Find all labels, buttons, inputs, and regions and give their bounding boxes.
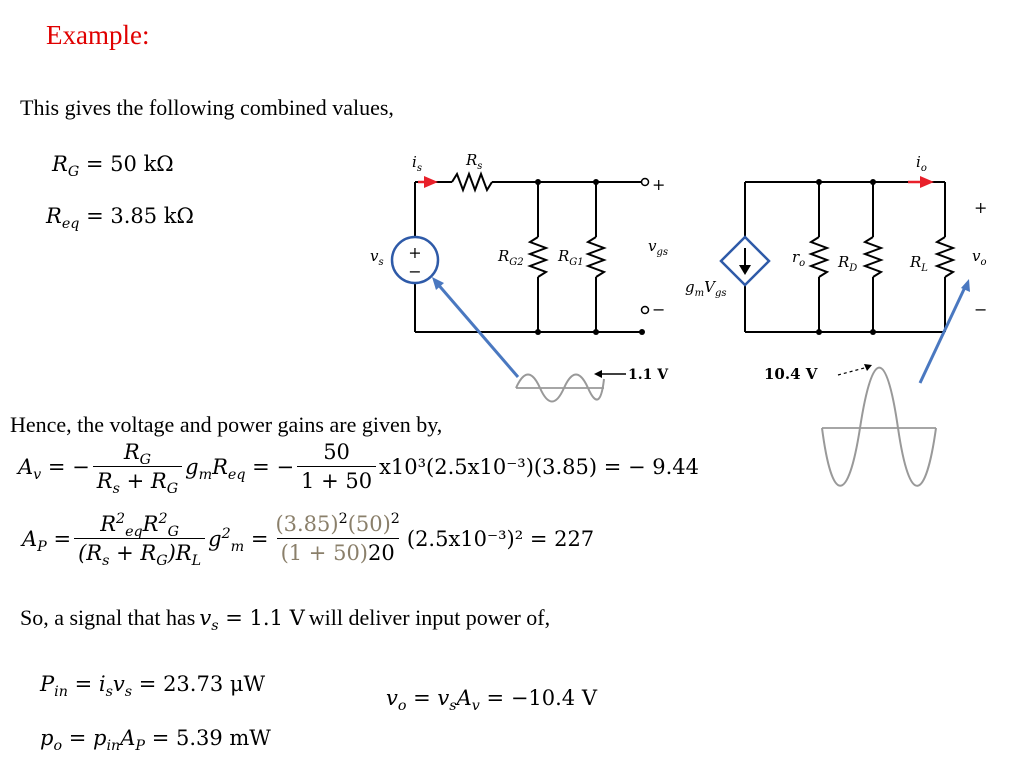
vgs-plus-terminal xyxy=(640,177,650,187)
label-rs: Rs xyxy=(465,151,482,172)
so-text-a: So, a signal that has xyxy=(20,605,196,630)
vo-equation: vo = vsAv = −10.4 V xyxy=(386,686,598,715)
label-ro: ro xyxy=(792,248,805,269)
label-rg2: RG2 xyxy=(497,247,524,268)
slide-title: Example: xyxy=(46,20,150,50)
output-pointer-arrow-icon xyxy=(961,279,970,292)
vo-plus-sign: + xyxy=(974,198,987,217)
output-pointer-line xyxy=(918,284,968,384)
so-text-b: will deliver input power of, xyxy=(308,605,551,630)
circuit-nodes xyxy=(535,179,876,335)
power-gain-equation: AP = R2eqR2G (Rs + RG)RL g2m = (3.85)2(5… xyxy=(22,511,595,570)
ap-num-a: (3.85) xyxy=(275,512,339,536)
hence-text: Hence, the voltage and power gains are g… xyxy=(10,412,443,437)
label-rg1: RG1 xyxy=(557,247,584,268)
circuit-wires xyxy=(414,171,956,333)
pin-equation: Pin = isvs = 23.73 μW xyxy=(40,672,266,701)
ap-den-b: 20 xyxy=(368,541,395,565)
av-numerator: 50 xyxy=(323,440,350,464)
label-rd: RD xyxy=(837,253,857,274)
av-denominator: 1 + 50 xyxy=(297,466,377,493)
so-value: = 1.1 V xyxy=(225,606,305,630)
vgs-minus-sign: − xyxy=(652,300,665,319)
av-fraction-1: RG Rs + RG xyxy=(92,440,183,496)
signal-sentence: So, a signal that has vs = 1.1 V will de… xyxy=(20,605,551,635)
av-fraction-2: 50 1 + 50 xyxy=(297,440,377,493)
input-amp-arrow-icon xyxy=(594,370,602,378)
output-sinewave xyxy=(821,366,937,487)
po-equation: po = pinAP = 5.39 mW xyxy=(40,726,271,755)
label-rl: RL xyxy=(909,253,928,274)
label-vo: vo xyxy=(972,247,987,268)
voltage-source xyxy=(390,235,440,285)
vgs-plus-sign: + xyxy=(652,175,665,194)
av-result: x10³(2.5x10⁻³)(3.85) = − 9.44 xyxy=(379,454,700,479)
output-amplitude-label: 10.4 V xyxy=(764,365,818,383)
label-vs: vs xyxy=(370,247,384,268)
label-gm-vgs: gmVgs xyxy=(685,278,726,299)
output-amp-arrow-icon xyxy=(864,364,872,371)
ap-num-b: (50) xyxy=(347,512,391,536)
input-sinewave xyxy=(515,373,605,403)
intro-text: This gives the following combined values… xyxy=(20,95,394,120)
source-plus-sign: + xyxy=(408,243,421,262)
terminal-signs: + − + − xyxy=(652,175,987,319)
voltage-gain-equation: Av = − RG Rs + RG gmReq = − 50 1 + 50 x1… xyxy=(18,440,700,498)
rg-value-text: = 50 kΩ xyxy=(85,152,174,176)
ap-den-a: (1 + 50) xyxy=(280,541,368,565)
vo-minus-sign: − xyxy=(974,300,987,319)
ap-fraction-2: (3.85)2(50)2 (1 + 50)20 xyxy=(275,511,400,565)
input-pointer-line xyxy=(434,281,520,378)
small-signal-circuit: + − is Rs vs RG2 RG1 vgs gmVgs ro RD RL … xyxy=(370,151,987,487)
vgs-minus-terminal xyxy=(640,305,650,315)
req-value: Req = 3.85 kΩ xyxy=(46,204,194,233)
input-current-arrow-icon xyxy=(424,176,438,188)
label-io: io xyxy=(916,153,927,174)
po-value: = 5.39 mW xyxy=(151,726,271,750)
ap-result: (2.5x10⁻³)² = 227 xyxy=(406,526,595,551)
rg-value: RG = 50 kΩ xyxy=(52,152,174,181)
pin-value: = 23.73 μW xyxy=(138,672,266,696)
input-pointer-arrow-icon xyxy=(432,277,444,290)
vo-value: = −10.4 V xyxy=(486,686,598,710)
input-amplitude-label: 1.1 V xyxy=(628,367,669,383)
label-vgs: vgs xyxy=(648,237,668,258)
label-is: is xyxy=(412,153,422,174)
output-current-arrow-icon xyxy=(920,176,934,188)
source-minus-sign: − xyxy=(408,262,421,281)
ap-fraction-1: R2eqR2G (Rs + RG)RL xyxy=(74,512,206,568)
output-amp-leader xyxy=(837,366,869,376)
req-value-text: = 3.85 kΩ xyxy=(86,204,194,228)
circuit-labels: is Rs vs RG2 RG1 vgs gmVgs ro RD RL io v… xyxy=(370,151,987,299)
down-arrow-icon xyxy=(739,265,751,275)
